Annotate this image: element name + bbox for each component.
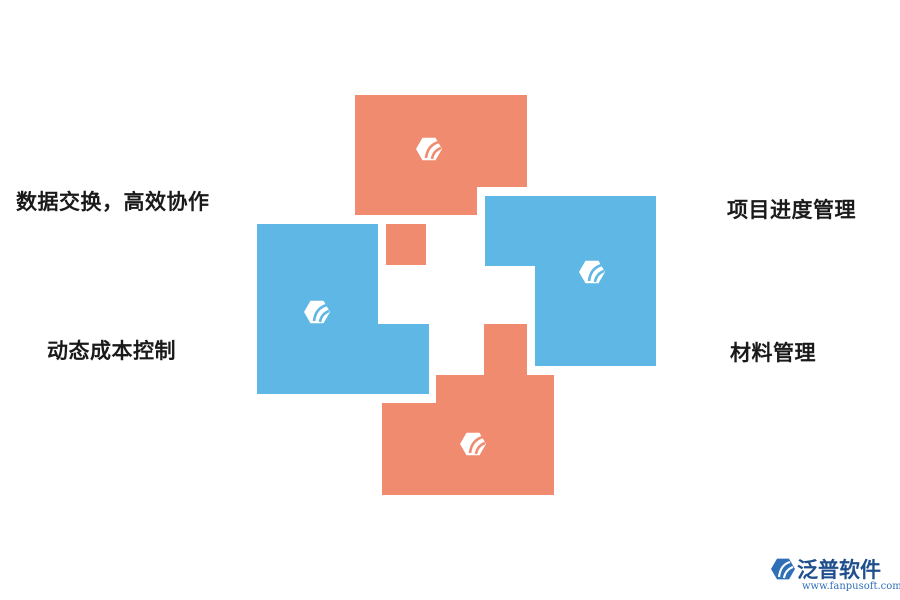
label-progress-management: 项目进度管理 <box>727 198 856 222</box>
watermark-brand-name: 泛普软件 <box>797 558 881 582</box>
top-block <box>355 95 527 265</box>
watermark-url: www.fanpusoft.com <box>802 581 900 592</box>
bottom-block <box>382 324 554 495</box>
label-material-management: 材料管理 <box>730 341 816 365</box>
watermark: 泛普软件 www.fanpusoft.com <box>770 554 900 598</box>
left-block <box>257 224 429 394</box>
right-block <box>485 196 656 366</box>
label-cost-control: 动态成本控制 <box>47 339 176 363</box>
fanpu-logo-icon <box>771 558 795 580</box>
label-data-exchange: 数据交换，高效协作 <box>16 190 210 214</box>
